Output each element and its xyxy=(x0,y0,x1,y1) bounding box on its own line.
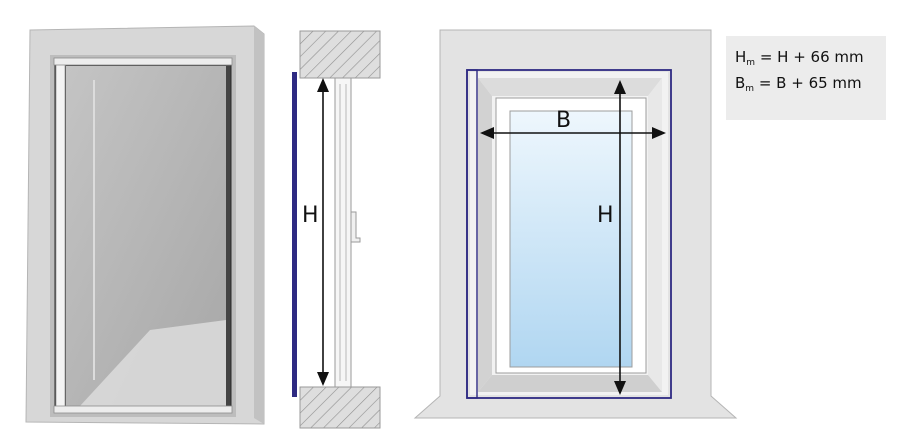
screen-top-cassette xyxy=(53,57,233,66)
height-arrow-top xyxy=(317,78,329,92)
wall-section-top xyxy=(299,30,381,79)
screen-frame-section xyxy=(292,72,297,397)
formula-width-rest: = B + 65 mm xyxy=(754,74,862,92)
window-glass xyxy=(509,110,633,368)
front-width-label: B xyxy=(556,108,571,133)
door-illustration xyxy=(25,25,265,425)
door-wall-side xyxy=(254,26,264,424)
formula-width-main: B xyxy=(735,74,746,92)
front-height-arrow-bottom xyxy=(614,381,626,395)
height-arrow-bottom xyxy=(317,372,329,386)
formula-width-sub: m xyxy=(745,84,755,94)
formula-width: Bm = B + 65 mm xyxy=(735,70,886,96)
front-view: B H xyxy=(413,29,738,419)
formula-height-sub: m xyxy=(746,58,756,68)
wall-section-bottom xyxy=(299,386,381,429)
window-handle xyxy=(350,211,361,243)
floor-reflection xyxy=(80,320,226,406)
screen-rail-left xyxy=(55,61,66,411)
screen-outline-inner-left xyxy=(466,69,478,399)
formula-box: Hm = H + 66 mm Bm = B + 65 mm xyxy=(726,36,886,120)
formula-height-main: H xyxy=(735,48,747,66)
side-height-label: H xyxy=(302,203,319,228)
front-height-arrow-top xyxy=(614,80,626,94)
screen-bottom-rail xyxy=(53,405,233,414)
window-profile xyxy=(334,77,352,388)
frame-bevel xyxy=(478,78,662,96)
width-arrow-left xyxy=(480,127,494,139)
width-arrow-right xyxy=(652,127,666,139)
front-height-label: H xyxy=(597,203,614,228)
side-section: H xyxy=(292,30,381,429)
formula-height-rest: = H + 66 mm xyxy=(755,48,864,66)
formula-height: Hm = H + 66 mm xyxy=(735,44,886,70)
